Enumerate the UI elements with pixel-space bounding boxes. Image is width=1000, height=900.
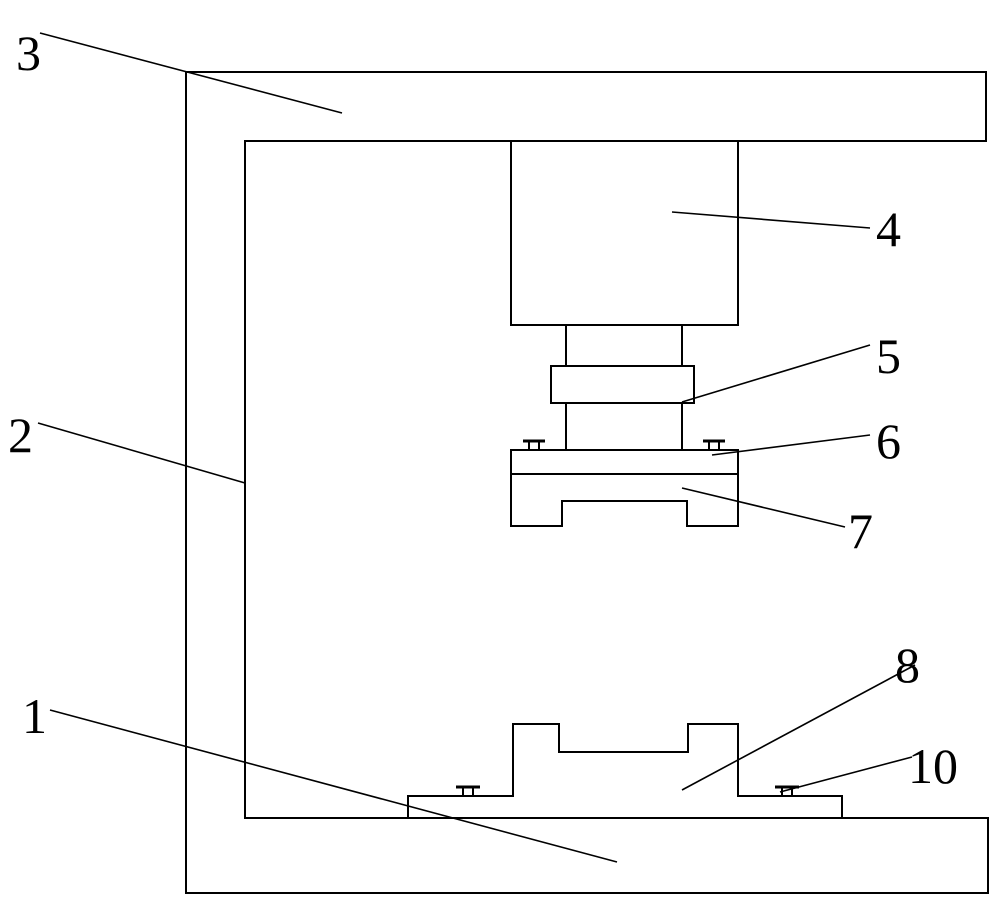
upper-plate-bolt-right bbox=[703, 439, 725, 450]
leader-line-1 bbox=[49, 709, 618, 863]
lower-die-bolt-left bbox=[456, 785, 480, 796]
leader-line-8 bbox=[681, 664, 916, 791]
callout-1: 1 bbox=[22, 688, 47, 744]
upper-die bbox=[510, 473, 739, 527]
lower-die bbox=[407, 723, 843, 819]
leader-line-2 bbox=[37, 422, 246, 484]
callout-7: 7 bbox=[848, 503, 873, 559]
upper-plate bbox=[510, 449, 739, 475]
callout-4: 4 bbox=[876, 201, 901, 257]
callout-6: 6 bbox=[876, 413, 901, 469]
cylinder-body bbox=[510, 140, 739, 326]
callout-5: 5 bbox=[876, 328, 901, 384]
callout-2: 2 bbox=[8, 407, 33, 463]
upper-plate-bolt-left bbox=[523, 439, 545, 450]
leader-line-4 bbox=[671, 211, 871, 229]
rod-collar bbox=[550, 365, 695, 404]
callout-10: 10 bbox=[908, 738, 958, 794]
leader-line-5 bbox=[681, 344, 871, 403]
callout-8: 8 bbox=[895, 637, 920, 693]
frame bbox=[185, 71, 989, 894]
callout-3: 3 bbox=[16, 25, 41, 81]
leader-line-10 bbox=[779, 756, 913, 793]
leader-line-7 bbox=[681, 487, 846, 528]
leader-line-3 bbox=[39, 32, 343, 114]
leader-line-6 bbox=[711, 434, 871, 456]
